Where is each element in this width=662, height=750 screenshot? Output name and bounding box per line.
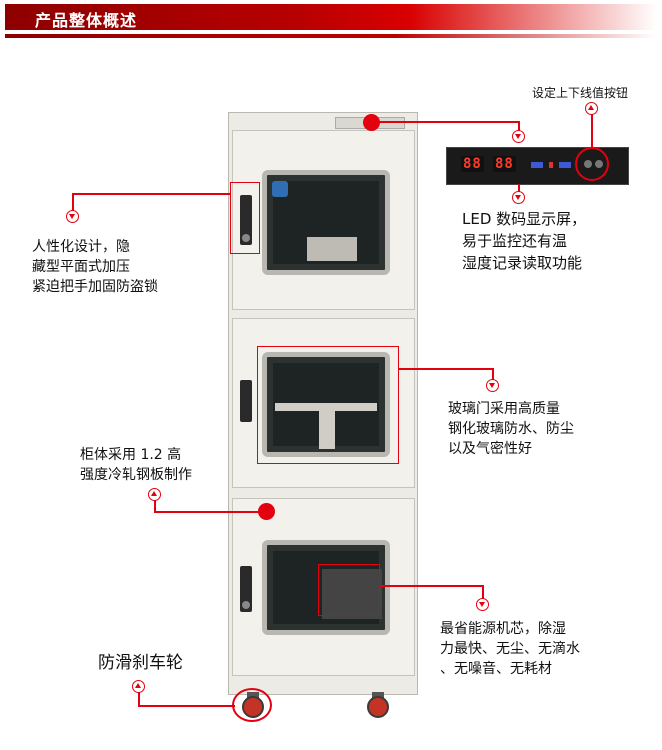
arrow-down-icon bbox=[512, 130, 525, 143]
bottom-window bbox=[262, 540, 390, 635]
highlight-glass bbox=[257, 346, 399, 464]
label-core-3: 、无噪音、无耗材 bbox=[440, 661, 552, 677]
header-bar: 产品整体概述 bbox=[5, 4, 657, 30]
arrow-up-icon bbox=[585, 102, 598, 115]
top-handle bbox=[240, 195, 252, 245]
led-digits-temp: 88 bbox=[461, 156, 484, 172]
marker-dot-nameplate bbox=[363, 114, 380, 131]
middle-window bbox=[262, 352, 390, 457]
highlight-core bbox=[318, 564, 380, 616]
label-handle-2: 藏型平面式加压 bbox=[32, 259, 130, 275]
label-led-2: 易于监控还有温 bbox=[462, 232, 568, 250]
marker-dot-body bbox=[258, 503, 275, 520]
arrow-down-icon bbox=[476, 598, 489, 611]
wheel-right bbox=[363, 692, 393, 718]
label-core-1: 最省能源机芯，除湿 bbox=[440, 621, 566, 637]
middle-handle bbox=[240, 380, 252, 422]
header-title: 产品整体概述 bbox=[35, 11, 138, 30]
led-digits-humidity: 88 bbox=[493, 156, 516, 172]
label-body-1: 柜体采用 1.2 高 bbox=[80, 447, 182, 463]
arrow-down-icon bbox=[486, 379, 499, 392]
label-led-3: 湿度记录读取功能 bbox=[462, 254, 583, 272]
bottom-handle bbox=[240, 566, 252, 612]
highlight-handle bbox=[230, 182, 260, 254]
arrow-down-icon bbox=[66, 210, 79, 223]
label-glass-1: 玻璃门采用高质量 bbox=[448, 401, 560, 417]
label-glass-2: 钢化玻璃防水、防尘 bbox=[448, 421, 574, 437]
label-core-2: 力最快、无尘、无滴水 bbox=[440, 641, 580, 657]
brand-logo-icon bbox=[272, 181, 288, 197]
lock-icon bbox=[242, 601, 250, 609]
label-set-button: 设定上下线值按钮 bbox=[532, 86, 629, 100]
label-handle-3: 紧迫把手加固防盗锁 bbox=[32, 279, 158, 295]
label-handle-1: 人性化设计，隐 bbox=[32, 239, 130, 255]
highlight-buttons-circle bbox=[575, 147, 609, 181]
lock-icon bbox=[242, 234, 250, 242]
highlight-wheel-circle bbox=[232, 688, 272, 722]
label-glass-3: 以及气密性好 bbox=[448, 441, 532, 457]
header-underline bbox=[5, 34, 657, 38]
arrow-down-icon bbox=[512, 191, 525, 204]
label-body-2: 强度冷轧钢板制作 bbox=[80, 467, 192, 483]
label-led-1: LED 数码显示屏， bbox=[462, 210, 587, 228]
label-wheels: 防滑刹车轮 bbox=[98, 653, 183, 673]
indicator-lights bbox=[531, 162, 571, 168]
